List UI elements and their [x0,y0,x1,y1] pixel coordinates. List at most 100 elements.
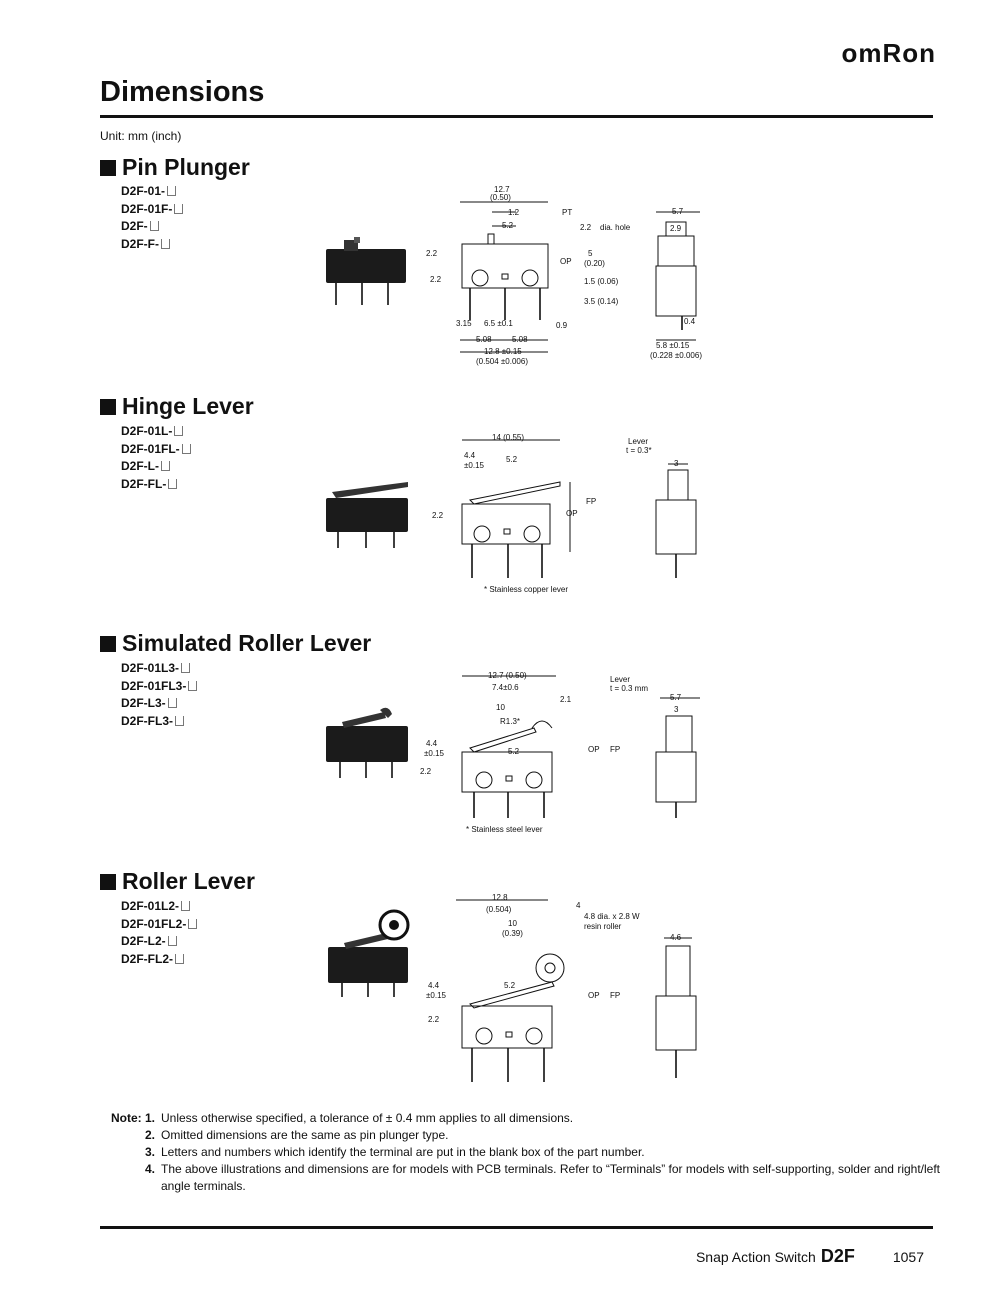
bullet-square-icon [100,635,116,652]
product-photo-roller-lever [328,909,410,997]
bullet-square-icon [100,159,116,176]
svg-text:12.7: 12.7 [494,185,510,194]
svg-text:5.08: 5.08 [476,335,492,344]
dimension-drawing-hinge-lever: 14 (0.55) 4.4 ±0.15 5.2 FP OP 2.2 * Stai… [432,433,697,594]
svg-text:14 (0.55): 14 (0.55) [492,433,524,442]
dimension-drawing-roller-lever: 12.8 (0.504) 4 4.8 dia. x 2.8 W resin ro… [426,893,697,1082]
svg-text:±0.15: ±0.15 [426,991,447,1000]
svg-text:(0.504 ±0.006): (0.504 ±0.006) [476,357,528,366]
svg-text:5.2: 5.2 [506,455,518,464]
page-title: Dimensions [100,76,265,108]
section-title-hinge-lever: Hinge Lever [100,393,254,420]
model-item: D2F-01FL3- [121,678,198,696]
svg-text:2.9: 2.9 [670,224,682,233]
bullet-square-icon [100,398,116,415]
svg-text:3.5 (0.14): 3.5 (0.14) [584,297,619,306]
svg-text:±0.15: ±0.15 [464,461,485,470]
note-item: 2. Omitted dimensions are the same as pi… [144,1128,449,1142]
model-list-pin-plunger: D2F-01- D2F-01F- D2F- D2F-F- [121,183,184,254]
footer-product: D2F [820,1246,855,1266]
svg-text:3: 3 [674,705,679,714]
product-photo-simulated-roller-lever [326,707,408,778]
svg-text:resin roller: resin roller [584,922,622,931]
svg-text:OP: OP [566,509,578,518]
svg-text:FP: FP [610,745,620,754]
svg-text:5.08: 5.08 [512,335,528,344]
model-item: D2F-01F- [121,201,184,219]
svg-text:R1.3*: R1.3* [500,717,520,726]
note-item: 4. The above illustrations and dimension… [144,1162,941,1193]
svg-text:5.7: 5.7 [672,207,684,216]
svg-text:dia. hole: dia. hole [600,223,631,232]
svg-text:* Stainless copper lever: * Stainless copper lever [484,585,568,594]
dimension-drawing-pin-plunger: 12.7 (0.50) 1.2 5.2 PT 2.2 dia. hole 2.2… [426,185,702,366]
page-footer: Snap Action Switch D2F 1057 [696,1246,924,1267]
svg-text:t = 0.3*: t = 0.3* [626,446,652,455]
svg-text:4.4: 4.4 [464,451,476,460]
svg-text:6.5 ±0.1: 6.5 ±0.1 [484,319,513,328]
model-item: D2F-FL- [121,476,191,494]
svg-text:Lever: Lever [628,437,648,446]
brand-logo: omRon [841,38,936,68]
product-photo-pin-plunger [326,237,406,305]
model-item: D2F- [121,218,183,236]
svg-text:12.8 ±0.15: 12.8 ±0.15 [484,347,522,356]
svg-text:(0.20): (0.20) [584,259,605,268]
model-item: D2F-01FL- [121,441,191,459]
model-item: D2F-01L2- [121,898,197,916]
svg-text:12.7 (0.50): 12.7 (0.50) [488,671,527,680]
model-item: D2F-01L3- [121,660,197,678]
model-list-simulated-roller-lever: D2F-01L3- D2F-01FL3- D2F-L3- D2F-FL3- [121,660,198,731]
svg-text:OP: OP [588,991,600,1000]
model-item: D2F-FL3- [121,713,197,731]
svg-text:10: 10 [508,919,517,928]
svg-text:1.2: 1.2 [508,208,520,217]
svg-text:OP: OP [560,257,572,266]
section-title-pin-plunger: Pin Plunger [100,154,250,181]
product-photo-hinge-lever [326,482,408,548]
svg-text:2.2: 2.2 [428,1015,440,1024]
svg-text:4: 4 [576,901,581,910]
model-item: D2F-L3- [121,695,197,713]
svg-text:10: 10 [496,703,505,712]
svg-text:5.8 ±0.15: 5.8 ±0.15 [656,341,690,350]
svg-text:0.4: 0.4 [684,317,696,326]
svg-text:1.5 (0.06): 1.5 (0.06) [584,277,619,286]
model-list-roller-lever: D2F-01L2- D2F-01FL2- D2F-L2- D2F-FL2- [121,898,198,969]
title-rule [100,115,933,118]
unit-label: Unit: mm (inch) [100,129,182,143]
model-item: D2F-01- [121,183,183,201]
svg-text:(0.228 ±0.006): (0.228 ±0.006) [650,351,702,360]
model-item: D2F-L- [121,458,191,476]
svg-text:(0.50): (0.50) [490,193,511,202]
note-item: 3. Letters and numbers which identify th… [144,1145,645,1159]
svg-text:(0.504): (0.504) [486,905,512,914]
notes-block: Note: 1. Unless otherwise specified, a t… [100,1110,940,1195]
svg-text:3.15: 3.15 [456,319,472,328]
svg-text:Lever: Lever [610,675,630,684]
svg-text:5.2: 5.2 [502,221,514,230]
svg-text:3: 3 [674,459,679,468]
svg-text:5.2: 5.2 [504,981,516,990]
footer-label: Snap Action Switch [695,1249,816,1265]
svg-text:OP: OP [588,745,600,754]
svg-text:2.2: 2.2 [426,249,438,258]
model-item: D2F-01L- [121,423,191,441]
section-title-roller-lever: Roller Lever [100,868,255,895]
model-item: D2F-FL2- [121,951,197,969]
footer-rule [100,1226,933,1229]
model-item: D2F-F- [121,236,183,254]
svg-text:4.6: 4.6 [670,933,682,942]
model-item: D2F-01FL2- [121,916,198,934]
model-list-hinge-lever: D2F-01L- D2F-01FL- D2F-L- D2F-FL- [121,423,191,493]
svg-text:PT: PT [562,208,572,217]
svg-text:2.2: 2.2 [420,767,432,776]
svg-text:2.2: 2.2 [430,275,442,284]
svg-text:FP: FP [586,497,596,506]
svg-text:5.7: 5.7 [670,693,682,702]
model-item: D2F-L2- [121,933,197,951]
svg-text:4.4: 4.4 [428,981,440,990]
svg-text:* Stainless steel lever: * Stainless steel lever [466,825,543,834]
svg-text:t = 0.3 mm: t = 0.3 mm [610,684,648,693]
section-title-simulated-roller-lever: Simulated Roller Lever [100,630,371,657]
